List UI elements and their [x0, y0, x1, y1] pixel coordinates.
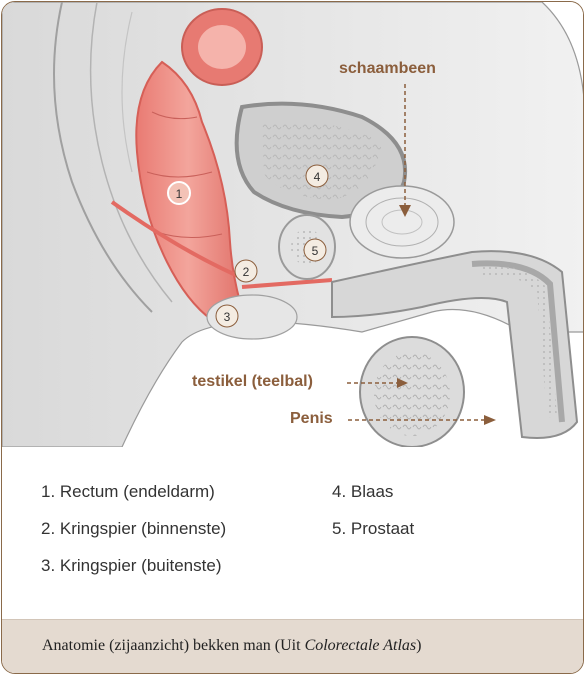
marker-5: 5 [304, 239, 326, 261]
legend-item-rectum: 1. Rectum (endeldarm) [41, 482, 215, 502]
legend-item-inner-sphincter: 2. Kringspier (binnenste) [41, 519, 226, 539]
marker-2: 2 [235, 260, 257, 282]
svg-text:3: 3 [224, 310, 231, 324]
marker-4: 4 [306, 165, 328, 187]
label-pubic-bone: schaambeen [339, 60, 436, 78]
label-testicle: testikel (teelbal) [192, 373, 313, 391]
sigmoid-colon [182, 9, 262, 85]
label-penis: Penis [290, 410, 333, 428]
marker-1: 1 [168, 182, 190, 204]
pubic-bone-shape [350, 186, 454, 258]
legend-item-prostate: 5. Prostaat [332, 519, 414, 539]
svg-text:4: 4 [314, 170, 321, 184]
legend: 1. Rectum (endeldarm) 2. Kringspier (bin… [2, 472, 584, 612]
anatomy-illustration: 1 2 3 4 5 schaambeen testikel (teelbal) … [2, 2, 584, 447]
legend-item-bladder: 4. Blaas [332, 482, 393, 502]
svg-text:2: 2 [243, 265, 250, 279]
marker-3: 3 [216, 305, 238, 327]
legend-item-outer-sphincter: 3. Kringspier (buitenste) [41, 556, 221, 576]
figure-caption: Anatomie (zijaanzicht) bekken man (Uit C… [42, 637, 421, 655]
svg-text:5: 5 [312, 244, 319, 258]
caption-bar: Anatomie (zijaanzicht) bekken man (Uit C… [2, 619, 584, 674]
svg-text:1: 1 [176, 187, 183, 201]
